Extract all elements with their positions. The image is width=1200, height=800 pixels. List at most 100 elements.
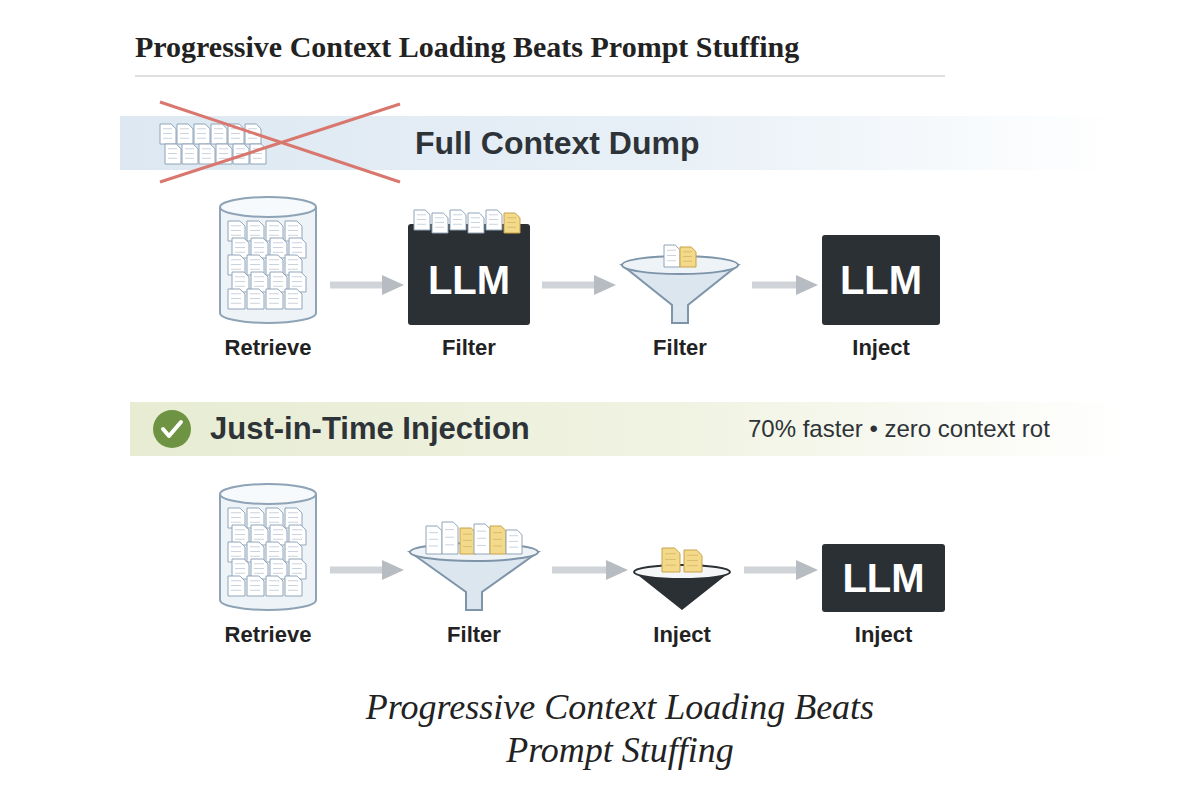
document-stack (414, 210, 520, 233)
document-stack (426, 522, 522, 554)
document-line (254, 539, 264, 540)
document-line (683, 261, 692, 262)
document-line (185, 148, 194, 149)
document-line (665, 553, 676, 554)
process-step: LLMInject (818, 235, 944, 361)
database-body (220, 494, 316, 610)
document-line (214, 133, 223, 134)
document-icon (247, 576, 264, 596)
document-line (273, 252, 283, 253)
step-label: Retrieve (214, 335, 322, 361)
document-stack (160, 124, 266, 164)
document-line (163, 133, 172, 134)
document-stack (664, 245, 696, 267)
step-label: Filter (616, 335, 744, 361)
document-icon (662, 548, 680, 572)
document-icon (228, 576, 245, 596)
document-line (269, 235, 279, 236)
section-heading: Full Context Dump (415, 116, 699, 170)
document-line (250, 298, 260, 299)
document-line (250, 556, 260, 557)
document-line (231, 133, 240, 134)
document-line (250, 259, 260, 260)
shape-outline (150, 402, 210, 456)
document-icon (474, 524, 490, 554)
document-line (168, 158, 177, 159)
document-line (269, 225, 279, 226)
document-line (231, 517, 241, 518)
document-line (288, 522, 298, 523)
document-line (269, 512, 279, 513)
document-line (250, 303, 260, 304)
document-line (288, 293, 298, 294)
document-line (292, 276, 302, 277)
document-line (254, 252, 264, 253)
document-line (292, 247, 302, 248)
document-line (489, 219, 498, 220)
document-line (202, 153, 211, 154)
document-line (231, 551, 241, 552)
document-line (489, 224, 498, 225)
document-line (250, 551, 260, 552)
document-line (254, 534, 264, 535)
document-line (250, 264, 260, 265)
document-line (269, 556, 279, 557)
document-stack (228, 221, 306, 309)
flow-arrow (744, 567, 810, 574)
document-line (429, 532, 438, 533)
document-line (435, 222, 444, 223)
document-line (292, 534, 302, 535)
document-line (273, 247, 283, 248)
flow-arrow (330, 282, 396, 289)
document-line (288, 235, 298, 236)
document-stack (228, 508, 306, 596)
process-step: LLM Filter (404, 210, 534, 361)
document-line (292, 539, 302, 540)
document-icon (486, 210, 502, 230)
section-note: 70% faster • zero context rot (748, 402, 1050, 456)
step-label: Filter (404, 335, 534, 361)
document-icon (504, 213, 520, 233)
database-body (220, 207, 316, 323)
document-line (231, 259, 241, 260)
document-line (429, 539, 438, 540)
document-line (254, 247, 264, 248)
process-step: Filter (616, 243, 744, 361)
document-line (435, 227, 444, 228)
document-line (235, 276, 245, 277)
document-icon (684, 550, 702, 572)
document-line (235, 539, 245, 540)
document-icon (165, 144, 181, 164)
document-icon (211, 124, 227, 144)
document-line (288, 303, 298, 304)
document-line (231, 522, 241, 523)
document-line (269, 517, 279, 518)
document-line (250, 517, 260, 518)
shape-outline (632, 540, 732, 612)
document-line (288, 225, 298, 226)
document-line (687, 555, 698, 556)
document-line (292, 573, 302, 574)
document-line (445, 537, 454, 538)
document-line (231, 269, 241, 270)
document-line (163, 138, 172, 139)
document-line (254, 563, 264, 564)
document-line (288, 264, 298, 265)
document-line (493, 539, 502, 540)
document-line (292, 286, 302, 287)
document-line (269, 298, 279, 299)
document-line (254, 529, 264, 530)
document-line (445, 544, 454, 545)
document-icon (450, 210, 466, 230)
document-line (463, 540, 472, 541)
document-line (471, 222, 480, 223)
document-icon (442, 522, 458, 554)
box-label: LLM (404, 236, 534, 325)
document-line (250, 293, 260, 294)
document-line (235, 573, 245, 574)
document-line (231, 298, 241, 299)
document-line (254, 242, 264, 243)
process-step: Inject (628, 540, 736, 648)
document-line (250, 235, 260, 236)
process-step: Filter (404, 522, 544, 648)
